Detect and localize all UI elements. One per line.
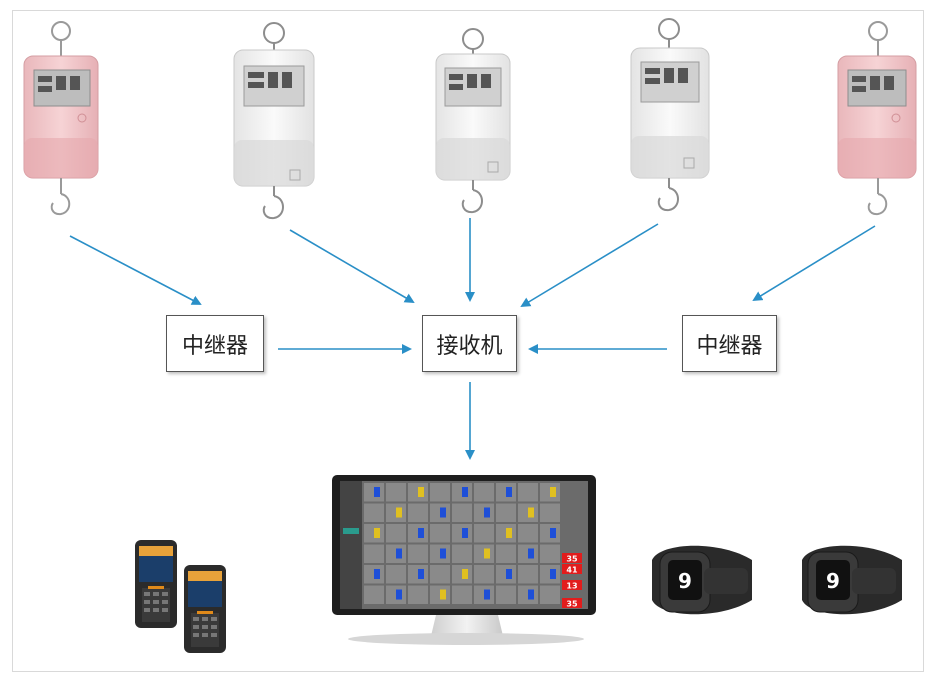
monitor-cell-icon	[396, 548, 402, 559]
monitor-cell-icon	[374, 528, 380, 538]
monitor-cell-icon	[484, 589, 490, 600]
iv-scale-2	[233, 22, 315, 220]
iv-scale-1	[23, 21, 99, 216]
monitor-cell	[518, 524, 538, 543]
monitor-badge-label: 35	[566, 555, 578, 564]
monitor-cell	[518, 483, 538, 502]
watch-2-display: 9	[826, 569, 840, 593]
monitor-cell-icon	[396, 589, 402, 600]
monitor-badge-label: 35	[566, 600, 578, 609]
monitor-cell-icon	[418, 487, 424, 497]
monitor-cell	[518, 565, 538, 584]
monitor-cell-icon	[484, 507, 490, 518]
monitor-badge	[562, 553, 582, 563]
monitor-cell	[408, 503, 428, 522]
receiver-box: 接收机	[422, 315, 517, 372]
monitor-cell-icon	[440, 589, 446, 600]
monitor-cell-icon	[528, 589, 534, 600]
pda-device-1	[135, 540, 177, 628]
monitor-cell	[474, 524, 494, 543]
arrow-scale5-to-repeater	[752, 225, 876, 302]
monitor-cell	[496, 503, 516, 522]
monitor-cell-icon	[418, 528, 424, 538]
monitor-cell-icon	[462, 528, 468, 538]
arrow-scale2-to-receiver	[289, 229, 415, 304]
monitor-cell-icon	[418, 569, 424, 579]
monitor-cell-icon	[550, 569, 556, 579]
monitor-cell	[474, 565, 494, 584]
monitor-dashboard-grid	[364, 483, 560, 604]
monitor-cell-icon	[440, 548, 446, 559]
monitor-cell-icon	[462, 569, 468, 579]
monitor-cell	[408, 544, 428, 563]
repeater-left-box: 中继器	[166, 315, 264, 372]
monitor-badge	[562, 598, 582, 608]
monitor-cell	[496, 544, 516, 563]
monitor-cell	[430, 483, 450, 502]
monitor-cell-icon	[484, 548, 490, 559]
monitor-cell	[540, 585, 560, 604]
arrow-scale4-to-receiver	[520, 223, 659, 308]
monitor-cell	[540, 544, 560, 563]
monitor-cell	[408, 585, 428, 604]
arrow-scale1-to-repeater	[69, 235, 202, 305]
monitor-cell-icon	[374, 569, 380, 579]
monitor-cell	[386, 565, 406, 584]
monitor-cell	[364, 503, 384, 522]
monitor-cell	[430, 565, 450, 584]
monitor-cell-icon	[396, 507, 402, 518]
monitor-cell	[364, 544, 384, 563]
monitor-cell-icon	[374, 487, 380, 497]
monitor-cell-icon	[506, 569, 512, 579]
receiver-label: 接收机	[436, 333, 503, 359]
monitor-cell	[452, 585, 472, 604]
iv-scale-3	[435, 28, 511, 214]
watch-1-display: 9	[678, 569, 692, 593]
monitor-cell	[364, 585, 384, 604]
repeater-right-box: 中继器	[682, 315, 777, 372]
monitor-cell-icon	[528, 507, 534, 518]
monitor-badge	[562, 580, 582, 590]
arrows	[69, 218, 876, 460]
diagram-frame	[12, 10, 924, 672]
monitor-cell	[540, 503, 560, 522]
iv-scale-4	[630, 18, 710, 212]
monitor-cell	[386, 483, 406, 502]
monitor-cell	[496, 585, 516, 604]
monitor-cell	[452, 503, 472, 522]
monitor-cell-icon	[506, 528, 512, 538]
smart-watch-2	[802, 545, 902, 615]
monitor: 35 41 13 35	[332, 475, 596, 645]
monitor-cell	[386, 524, 406, 543]
monitor-badge-label: 41	[566, 566, 578, 575]
repeater-right-label: 中继器	[696, 333, 763, 359]
monitor-cell	[430, 524, 450, 543]
monitor-cell-icon	[550, 487, 556, 497]
monitor-cell	[474, 483, 494, 502]
monitor-cell-icon	[462, 487, 468, 497]
iv-scale-5	[837, 21, 917, 216]
monitor-cell-icon	[528, 548, 534, 559]
smart-watch-1	[652, 545, 752, 615]
repeater-left-label: 中继器	[181, 333, 248, 359]
monitor-cell-icon	[506, 487, 512, 497]
monitor-badge-label: 13	[566, 582, 577, 591]
monitor-cell	[452, 544, 472, 563]
pda-device-2	[184, 565, 226, 653]
monitor-cell-icon	[440, 507, 446, 518]
monitor-cell-icon	[550, 528, 556, 538]
monitor-badge	[562, 564, 582, 574]
monitor-badges: 35 41 13 35	[562, 553, 582, 609]
